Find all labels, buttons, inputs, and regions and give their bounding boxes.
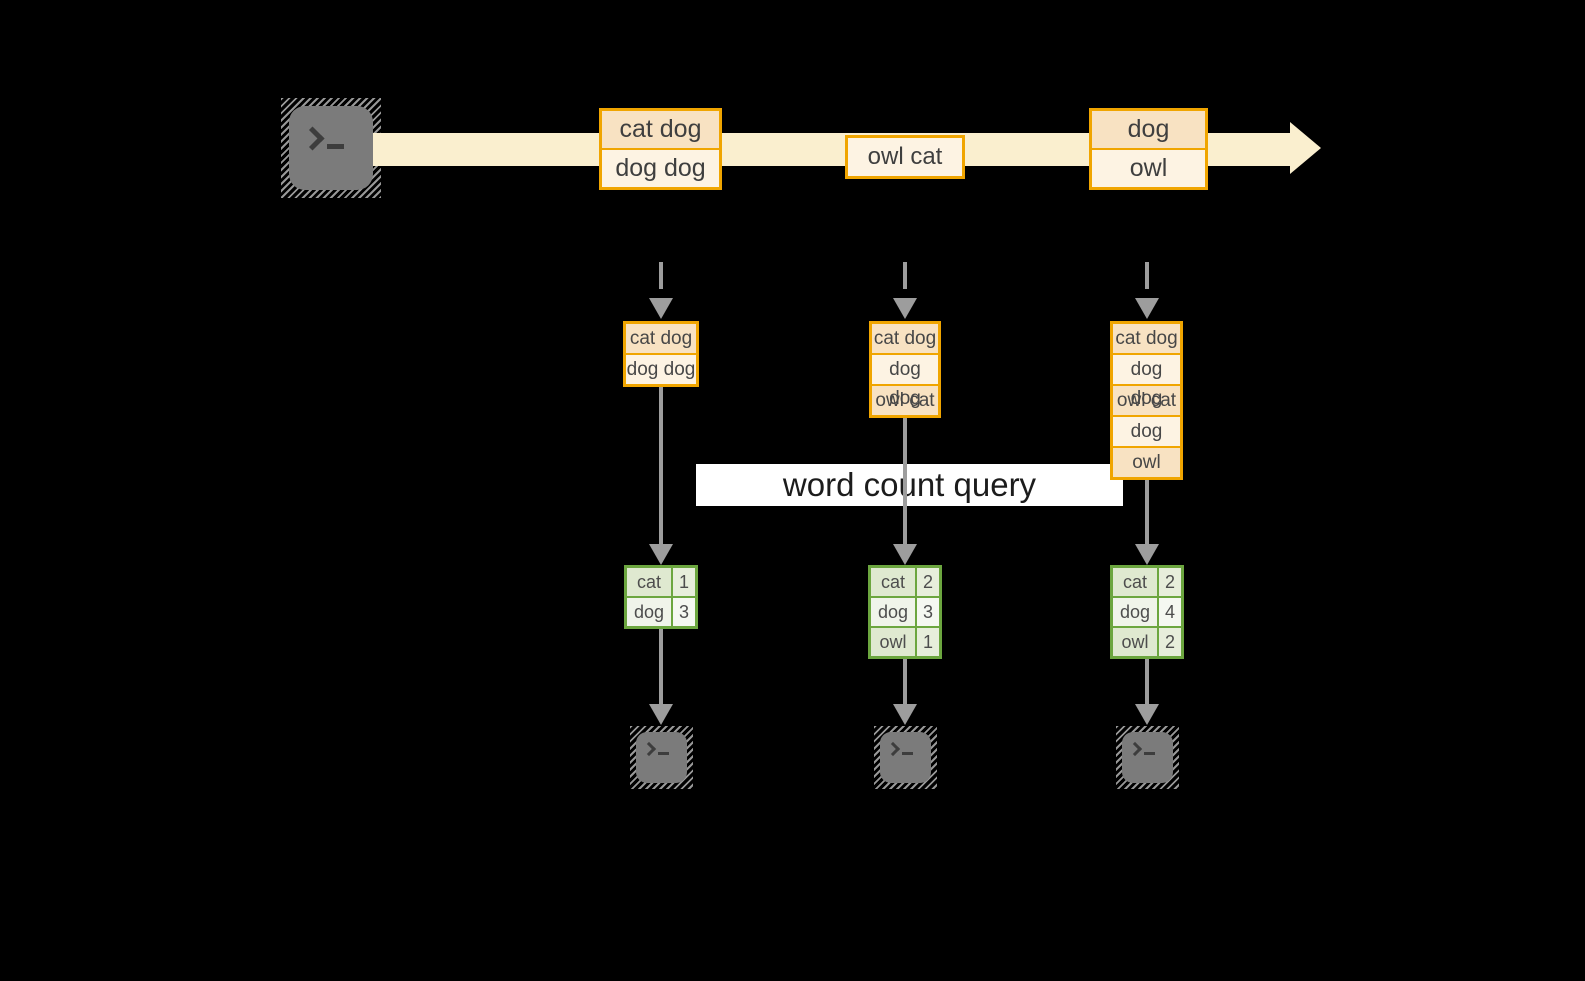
result-arrowhead-icon [893,704,917,725]
count-row: cat 2 [871,568,939,596]
prompt-icon [885,741,931,757]
stream-event-line: owl [1092,150,1205,187]
prompt-underscore-icon [658,752,669,755]
stream-event-line: dog dog [602,150,719,187]
prompt-chevron-icon [885,741,901,757]
count-table: cat 2 dog 4 owl 2 [1110,565,1184,659]
ingest-arrow-dash [1145,262,1149,289]
query-banner: word count query [696,464,1123,506]
stream-event-line: cat dog [602,111,719,148]
result-arrow-line [903,659,907,704]
terminal-screen [289,106,373,190]
stream-event-box: cat dog dog dog [599,108,722,190]
query-arrowhead-icon [649,544,673,565]
count-table: cat 2 dog 3 owl 1 [868,565,942,659]
prompt-underscore-icon [327,144,344,149]
buffer-line: cat dog [626,324,696,353]
buffer-box: cat dog dog dog owl cat [869,321,941,418]
count-value-cell: 2 [1159,568,1181,596]
count-row: cat 1 [627,568,695,596]
ingest-arrow-dash [903,262,907,289]
prompt-icon [1127,741,1173,757]
count-value-cell: 2 [1159,628,1181,656]
prompt-underscore-icon [1144,752,1155,755]
buffer-box: cat dog dog dog owl cat dog owl [1110,321,1183,480]
query-arrowhead-icon [893,544,917,565]
buffer-line: owl cat [1113,386,1180,415]
prompt-icon [300,126,373,151]
buffer-line: cat dog [872,324,938,353]
query-arrow-line [659,387,663,545]
count-row: dog 3 [871,598,939,626]
ingest-arrowhead-icon [893,298,917,319]
query-banner-label: word count query [782,466,1037,503]
ingest-arrowhead-icon [649,298,673,319]
buffer-line: dog dog [1113,355,1180,409]
query-arrowhead-icon [1135,544,1159,565]
ingest-arrowhead-icon [1135,298,1159,319]
ingest-arrow-dash [659,262,663,289]
stream-event-line: dog [1092,111,1205,148]
count-word-cell: cat [1113,568,1157,596]
query-arrow-line [903,418,907,545]
stream-event-box: owl cat [845,135,965,179]
count-value-cell: 2 [917,568,939,596]
prompt-chevron-icon [1127,741,1143,757]
count-row: cat 2 [1113,568,1181,596]
count-value-cell: 4 [1159,598,1181,626]
count-word-cell: owl [871,628,915,656]
count-row: owl 2 [1113,628,1181,656]
count-value-cell: 3 [917,598,939,626]
buffer-line: dog dog [626,355,696,384]
buffer-line: dog [1113,417,1180,446]
prompt-chevron-icon [300,126,325,151]
sink-terminal-icon [1116,726,1179,789]
buffer-line: owl cat [872,386,938,415]
prompt-underscore-icon [902,752,913,755]
count-row: dog 4 [1113,598,1181,626]
prompt-icon [641,741,687,757]
terminal-screen [880,732,931,783]
count-value-cell: 1 [673,568,695,596]
prompt-chevron-icon [641,741,657,757]
result-arrowhead-icon [1135,704,1159,725]
count-word-cell: cat [627,568,671,596]
buffer-line: dog dog [872,355,938,409]
count-row: dog 3 [627,598,695,626]
buffer-line: owl [1113,448,1180,477]
stream-arrowhead-icon [1290,122,1321,174]
terminal-screen [636,732,687,783]
count-word-cell: owl [1113,628,1157,656]
terminal-screen [1122,732,1173,783]
count-word-cell: dog [871,598,915,626]
result-arrow-line [659,629,663,704]
result-arrowhead-icon [649,704,673,725]
count-table: cat 1 dog 3 [624,565,698,629]
query-arrow-line [1145,480,1149,545]
count-word-cell: cat [871,568,915,596]
sink-terminal-icon [874,726,937,789]
count-row: owl 1 [871,628,939,656]
count-value-cell: 1 [917,628,939,656]
stream-event-line: owl cat [848,138,962,176]
sink-terminal-icon [630,726,693,789]
count-word-cell: dog [627,598,671,626]
stream-event-box: dog owl [1089,108,1208,190]
count-value-cell: 3 [673,598,695,626]
buffer-box: cat dog dog dog [623,321,699,387]
buffer-line: cat dog [1113,324,1180,353]
result-arrow-line [1145,659,1149,704]
source-terminal-icon [281,98,381,198]
count-word-cell: dog [1113,598,1157,626]
